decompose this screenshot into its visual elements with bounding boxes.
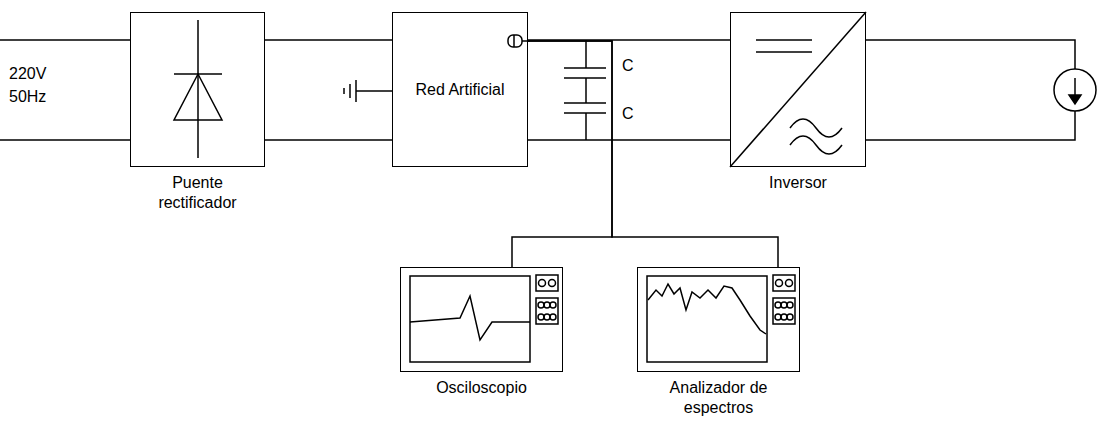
inverter-symbol bbox=[730, 12, 866, 167]
wire bbox=[528, 41, 778, 267]
capacitor-label: C bbox=[622, 56, 634, 76]
wire bbox=[528, 139, 730, 141]
capacitor-symbol bbox=[564, 40, 606, 140]
mains-wire bbox=[0, 139, 130, 141]
wire bbox=[512, 41, 612, 267]
voltage-label: 220V bbox=[9, 64, 46, 84]
inverter-box: Inversor bbox=[730, 12, 866, 167]
analyzer-drawing bbox=[647, 275, 795, 362]
mains-wire bbox=[0, 39, 130, 41]
network-box: Red Artificial bbox=[392, 12, 528, 167]
diode-symbol bbox=[174, 20, 222, 158]
ground-symbol bbox=[344, 80, 392, 102]
node-label: Red Artificial bbox=[416, 80, 505, 100]
rectifier-box: Puente rectificador bbox=[130, 12, 265, 167]
wire bbox=[265, 39, 392, 41]
node-label: Analizador de espectros bbox=[663, 378, 775, 418]
wire bbox=[265, 139, 392, 141]
probe-symbol bbox=[508, 35, 530, 47]
node-label: Puente rectificador bbox=[142, 173, 254, 213]
capacitor-label: C bbox=[622, 104, 634, 124]
frequency-label: 50Hz bbox=[9, 87, 46, 107]
node-label: Inversor bbox=[733, 173, 863, 193]
current-source bbox=[866, 40, 1096, 140]
oscilloscope-drawing bbox=[410, 275, 558, 362]
node-label: Osciloscopio bbox=[402, 378, 562, 398]
oscilloscope-box: Osciloscopio bbox=[400, 267, 563, 372]
analyzer-box: Analizador de espectros bbox=[637, 267, 800, 372]
